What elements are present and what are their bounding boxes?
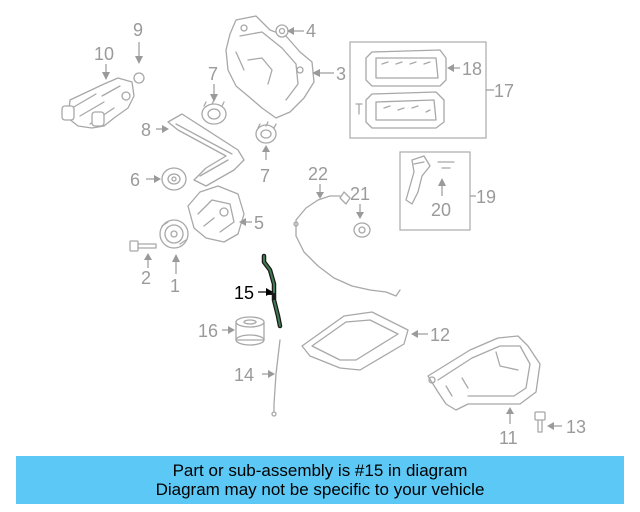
part-12 — [301, 311, 409, 371]
callout-12: 12 — [430, 325, 450, 345]
part-11 — [427, 335, 541, 411]
part-14 — [271, 339, 281, 417]
part-18 — [365, 49, 447, 87]
callout-6: 6 — [130, 170, 140, 190]
part-7-lower — [255, 121, 277, 144]
callout-5: 5 — [254, 213, 264, 233]
part-22 — [293, 191, 401, 297]
part-20 — [437, 161, 455, 169]
callout-11: 11 — [499, 428, 518, 448]
part-10 — [61, 77, 135, 129]
part-4 — [275, 24, 289, 38]
callout-22: 22 — [308, 164, 328, 184]
callout-19: 19 — [476, 187, 496, 207]
callout-20: 20 — [431, 200, 451, 220]
part-16 — [235, 316, 265, 346]
callout-3: 3 — [336, 64, 346, 84]
callout-8: 8 — [141, 120, 151, 140]
callout-7b: 7 — [260, 166, 270, 186]
part-9 — [133, 72, 145, 84]
callout-7a: 7 — [208, 64, 218, 84]
part-8 — [167, 113, 245, 187]
part-2 — [129, 240, 157, 252]
callout-10: 10 — [94, 44, 114, 64]
part-1 — [159, 219, 189, 249]
part-7-upper — [201, 99, 227, 125]
banner-line-disclaimer: Diagram may not be specific to your vehi… — [155, 480, 485, 499]
banner-line-part: Part or sub-assembly is #15 in diagram — [172, 461, 468, 480]
part-5 — [187, 185, 245, 243]
callout-15: 15 — [234, 283, 254, 303]
callout-14: 14 — [234, 365, 254, 385]
part-6 — [161, 167, 187, 191]
callout-9: 9 — [133, 20, 143, 40]
callout-21: 21 — [350, 184, 370, 204]
part-13 — [534, 411, 546, 433]
part-21 — [353, 222, 371, 238]
part-15-highlighted — [261, 253, 283, 329]
callout-13: 13 — [566, 417, 586, 437]
callout-2: 2 — [141, 268, 151, 288]
part-17-cover — [355, 91, 445, 129]
callout-18: 18 — [462, 59, 482, 79]
callout-4: 4 — [306, 21, 316, 41]
info-banner: Part or sub-assembly is #15 in diagram D… — [16, 456, 624, 504]
parts-diagram: 9 10 3 4 7 7 — [61, 15, 586, 448]
callout-1: 1 — [170, 276, 180, 296]
callout-16: 16 — [198, 321, 218, 341]
callout-17: 17 — [494, 81, 514, 101]
part-19-box — [399, 151, 471, 231]
part-19 — [405, 155, 431, 205]
